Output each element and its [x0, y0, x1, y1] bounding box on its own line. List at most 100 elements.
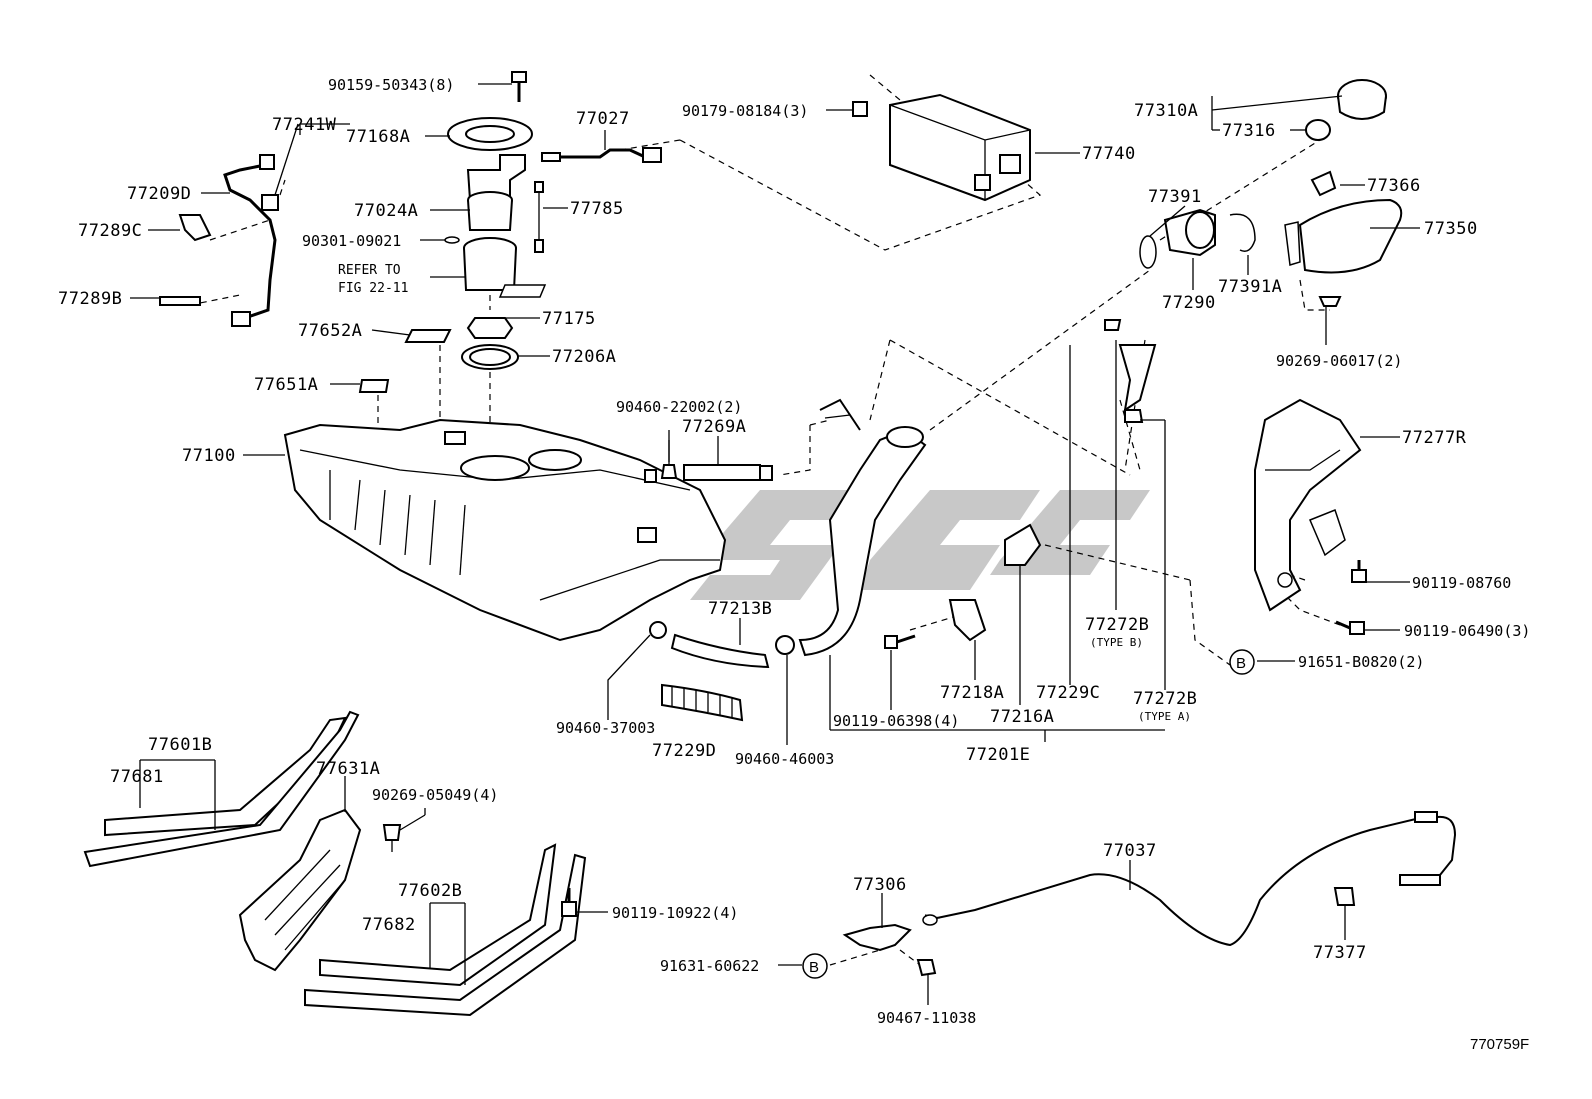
label-90460-37003: 90460-37003	[556, 719, 655, 737]
part-77209d	[223, 154, 277, 327]
part-77241w	[261, 194, 279, 211]
part-77785	[534, 181, 544, 253]
part-77602b	[304, 843, 587, 1017]
svg-text:B: B	[809, 959, 819, 976]
label-90301-09021: 90301-09021	[302, 232, 401, 250]
part-77289c	[178, 214, 212, 242]
label-77100: 77100	[182, 446, 236, 466]
label-77391: 77391	[1148, 187, 1202, 207]
part-90179-08184	[852, 101, 868, 117]
label-77206a: 77206A	[552, 347, 616, 367]
svg-text:B: B	[1236, 655, 1246, 672]
label-90269-06017: 90269-06017(2)	[1276, 352, 1402, 370]
label-77306: 77306	[853, 875, 907, 895]
part-90301-09021	[444, 236, 460, 244]
part-labels: 90159-50343(8) 77241W 77168A 77027 90179…	[58, 76, 1530, 1053]
part-90460-37003	[607, 621, 667, 720]
label-77272b-type-b: 77272B	[1085, 615, 1149, 635]
label-90467-11038: 90467-11038	[877, 1009, 976, 1027]
label-77681: 77681	[110, 767, 164, 787]
label-77218a: 77218A	[940, 683, 1004, 703]
part-77175	[466, 317, 514, 339]
part-90269-05049	[382, 824, 402, 852]
label-90119-08760: 90119-08760	[1412, 574, 1511, 592]
part-77272b-type-a	[1124, 409, 1144, 423]
label-77272b-type-a: 77272B	[1133, 689, 1197, 709]
label-77289c: 77289C	[78, 221, 142, 241]
label-77175: 77175	[542, 309, 596, 329]
bolt-90159-50343	[511, 71, 527, 102]
label-91651-b0820: 91651-B0820(2)	[1298, 653, 1424, 671]
part-77216a	[1004, 523, 1042, 566]
label-77277r: 77277R	[1402, 428, 1467, 448]
part-90460-46003	[775, 635, 795, 745]
label-77682: 77682	[362, 915, 416, 935]
part-77024a	[463, 154, 547, 298]
label-77168a: 77168A	[346, 127, 410, 147]
fuel-tank-77100	[283, 418, 727, 642]
label-fig: FIG 22-11	[338, 281, 408, 296]
label-90119-06490: 90119-06490(3)	[1404, 622, 1530, 640]
part-90119-06490	[1335, 620, 1365, 635]
label-77316: 77316	[1222, 121, 1276, 141]
reference-marker-b: B	[1229, 649, 1255, 675]
reference-marker-b-2: B	[802, 953, 828, 979]
part-77168a	[447, 117, 533, 151]
label-77785: 77785	[570, 199, 624, 219]
label-77377: 77377	[1313, 943, 1367, 963]
part-77366	[1310, 170, 1337, 197]
part-77651a	[358, 379, 390, 393]
part-77037	[922, 811, 1457, 947]
part-77229c	[1118, 344, 1157, 413]
part-77229d	[661, 683, 744, 722]
label-77602b: 77602B	[398, 881, 462, 901]
label-77651a: 77651A	[254, 375, 318, 395]
label-90460-22002: 90460-22002(2)	[616, 398, 742, 416]
part-77631a	[238, 808, 362, 972]
label-77391a: 77391A	[1218, 277, 1282, 297]
label-77290: 77290	[1162, 293, 1216, 313]
label-90460-46003: 90460-46003	[735, 750, 834, 768]
part-77290	[1163, 208, 1216, 257]
part-77269a-clamp-left	[644, 469, 657, 483]
label-77229d: 77229D	[652, 741, 716, 761]
label-77229c: 77229C	[1036, 683, 1100, 703]
label-77269a: 77269A	[682, 417, 746, 437]
part-90119-10922	[561, 888, 577, 917]
part-77316	[1305, 119, 1331, 141]
part-77027	[541, 147, 662, 163]
label-77310a: 77310A	[1134, 101, 1198, 121]
label-77213b: 77213B	[708, 599, 772, 619]
part-77306	[842, 923, 912, 952]
label-77289b: 77289B	[58, 289, 122, 309]
label-type-a: (TYPE A)	[1138, 710, 1191, 723]
label-77350: 77350	[1424, 219, 1478, 239]
label-77652a: 77652A	[298, 321, 362, 341]
part-77218a	[948, 599, 987, 642]
label-77216a: 77216A	[990, 707, 1054, 727]
label-90119-10922: 90119-10922(4)	[612, 904, 738, 922]
label-90179-08184: 90179-08184(3)	[682, 102, 808, 120]
part-77277r	[1254, 398, 1362, 612]
label-77027: 77027	[576, 109, 630, 129]
label-77209d: 77209D	[127, 184, 191, 204]
label-77201e: 77201E	[966, 745, 1030, 765]
label-77037: 77037	[1103, 841, 1157, 861]
label-77601b: 77601B	[148, 735, 212, 755]
label-77740: 77740	[1082, 144, 1136, 164]
part-90119-06398	[884, 634, 916, 649]
label-77241w: 77241W	[272, 115, 337, 135]
leader-lines	[130, 83, 1420, 1005]
part-77350	[1284, 198, 1403, 274]
part-77601b	[83, 710, 360, 868]
label-77366: 77366	[1367, 176, 1421, 196]
label-90269-05049: 90269-05049(4)	[372, 786, 498, 804]
part-77213b	[670, 633, 770, 669]
label-91631-60622: 91631-60622	[660, 957, 759, 975]
part-77272b-type-b	[1104, 319, 1122, 331]
part-77269a	[683, 464, 761, 481]
part-77391	[1139, 235, 1157, 269]
part-77206a	[461, 344, 519, 370]
filler-pipe-77201e	[798, 398, 927, 657]
